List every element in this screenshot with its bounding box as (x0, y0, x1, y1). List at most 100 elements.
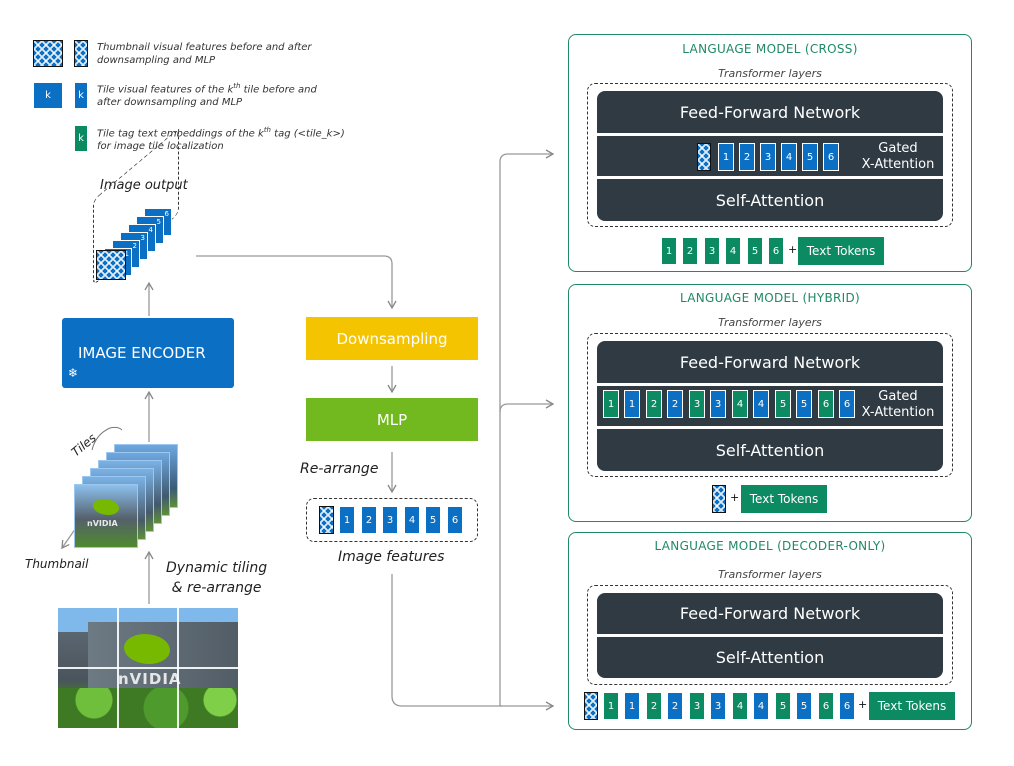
source-photo: nVIDIA (58, 608, 238, 728)
lm-hybrid-transformer-group (587, 333, 953, 477)
lm-hybrid-transformer-label: Transformer layers (718, 316, 822, 329)
cross-inner-token-1: 1 (718, 143, 734, 171)
feature-tile-6: 6 (447, 506, 463, 534)
cross-input-num-6: 6 (772, 245, 780, 257)
image-output-stack: 6 5 4 3 2 1 (96, 198, 186, 288)
arrow-route-vertical (499, 149, 555, 706)
hybrid-plus: + (730, 491, 740, 504)
legend-tag-sup: th (263, 126, 271, 134)
hybrid-inner-token: 4 (732, 390, 748, 418)
legend-tile-line2: after downsampling and MLP (97, 97, 243, 109)
hybrid-inner-token: 6 (818, 390, 834, 418)
legend-tile-text: Tile visual features of the kth tile bef… (97, 80, 357, 109)
hybrid-inner-token: 4 (753, 390, 769, 418)
stack-num-2: 2 (132, 242, 137, 250)
cross-inner-num-4: 4 (785, 151, 793, 163)
legend-thumbnail-line2: downsampling and MLP (97, 55, 216, 66)
tile-grid-overlay (58, 608, 238, 728)
decoder-input-num: 3 (714, 700, 722, 712)
cross-gated-line1: Gated (878, 141, 918, 156)
legend-thumbnail-text: Thumbnail visual features before and aft… (97, 41, 357, 67)
decoder-input-num: 2 (650, 700, 658, 712)
lm-decoder-transformer-group (587, 585, 953, 685)
tile-photo-stack: nVIDIA (74, 442, 184, 552)
hybrid-input-thumbnail (712, 485, 726, 513)
decoder-text-tokens: Text Tokens (869, 692, 955, 720)
legend-thumbnail-line1: Thumbnail visual features before and aft… (97, 42, 312, 53)
hybrid-inner-num: 4 (757, 398, 765, 410)
cross-input-num-5: 5 (751, 245, 759, 257)
lm-cross-transformer-group (587, 83, 953, 227)
feature-tile-4: 4 (404, 506, 420, 534)
legend-k-label: k (45, 90, 51, 101)
decoder-input-token: 2 (667, 692, 683, 720)
dynamic-tiling-label: Dynamic tiling & re-arrange (166, 558, 267, 598)
decoder-input-token: 1 (624, 692, 640, 720)
cross-inner-token-2: 2 (739, 143, 755, 171)
lm-decoder-ffn: Feed-Forward Network (597, 593, 943, 634)
feature-num-1: 1 (343, 514, 351, 526)
legend-k-label: k (78, 133, 84, 144)
feature-num-2: 2 (365, 514, 373, 526)
cross-input-token-2: 2 (682, 237, 698, 265)
stack-num-5: 5 (156, 218, 161, 226)
feature-thumbnail (319, 506, 334, 534)
decoder-input-token: 5 (775, 692, 791, 720)
feature-tile-2: 2 (361, 506, 377, 534)
legend-tile-after-icon: k (74, 82, 88, 109)
cross-inner-num-3: 3 (764, 151, 772, 163)
hybrid-inner-num: 3 (693, 398, 701, 410)
hybrid-text-tokens: Text Tokens (741, 485, 827, 513)
lm-hybrid-title: LANGUAGE MODEL (HYBRID) (679, 291, 860, 305)
hybrid-inner-token: 5 (796, 390, 812, 418)
legend-tile-before-icon: k (33, 82, 63, 109)
hybrid-inner-num: 4 (736, 398, 744, 410)
hybrid-inner-num: 2 (671, 398, 679, 410)
feature-num-4: 4 (408, 514, 416, 526)
thumbnail-label: Thumbnail (25, 557, 89, 571)
cross-inner-token-3: 3 (760, 143, 776, 171)
lm-decoder-self-attention: Self-Attention (597, 637, 943, 678)
cross-input-token-6: 6 (768, 237, 784, 265)
frozen-snowflake-icon: ❄ (68, 366, 79, 380)
photo-logo-text: nVIDIA (87, 519, 118, 528)
stack-num-1: 1 (124, 250, 129, 258)
decoder-input-token: 2 (646, 692, 662, 720)
hybrid-inner-token: 3 (689, 390, 705, 418)
decoder-input-num: 3 (693, 700, 701, 712)
stack-num-4: 4 (148, 226, 153, 234)
legend-tag-line1-pre: Tile tag text embeddings of the k (97, 128, 264, 140)
downsampling-block: Downsampling (306, 317, 478, 360)
lm-hybrid-ffn: Feed-Forward Network (597, 341, 943, 383)
cross-input-num-1: 1 (665, 245, 673, 257)
decoder-input-token: 4 (732, 692, 748, 720)
legend-thumbnail-after-icon (74, 40, 88, 67)
hybrid-gated-line1: Gated (878, 389, 918, 404)
cross-inner-num-2: 2 (743, 151, 751, 163)
hybrid-inner-token: 3 (710, 390, 726, 418)
hybrid-inner-num: 5 (800, 398, 808, 410)
decoder-input-token: 1 (603, 692, 619, 720)
lm-cross-transformer-label: Transformer layers (718, 67, 822, 80)
cross-text-tokens: Text Tokens (798, 237, 884, 265)
cross-input-token-1: 1 (661, 237, 677, 265)
stack-num-6: 6 (164, 210, 169, 218)
decoder-input-token: 6 (818, 692, 834, 720)
cross-input-num-4: 4 (729, 245, 737, 257)
image-encoder-label: IMAGE ENCODER (78, 344, 206, 362)
lm-cross-self-attention: Self-Attention (597, 179, 943, 221)
decoder-input-token: 3 (710, 692, 726, 720)
hybrid-inner-num: 1 (607, 398, 615, 410)
decoder-input-token: 3 (689, 692, 705, 720)
hybrid-inner-token: 1 (603, 390, 619, 418)
decoder-input-num: 4 (757, 700, 765, 712)
lm-cross-ffn: Feed-Forward Network (597, 91, 943, 133)
cross-gated-line2: X-Attention (861, 157, 935, 172)
tiles-brace (91, 426, 123, 451)
hybrid-inner-token: 2 (667, 390, 683, 418)
cross-input-token-4: 4 (725, 237, 741, 265)
cross-input-token-5: 5 (747, 237, 763, 265)
hybrid-inner-token: 2 (646, 390, 662, 418)
legend-tag-line2: for image tile localization (97, 141, 224, 153)
